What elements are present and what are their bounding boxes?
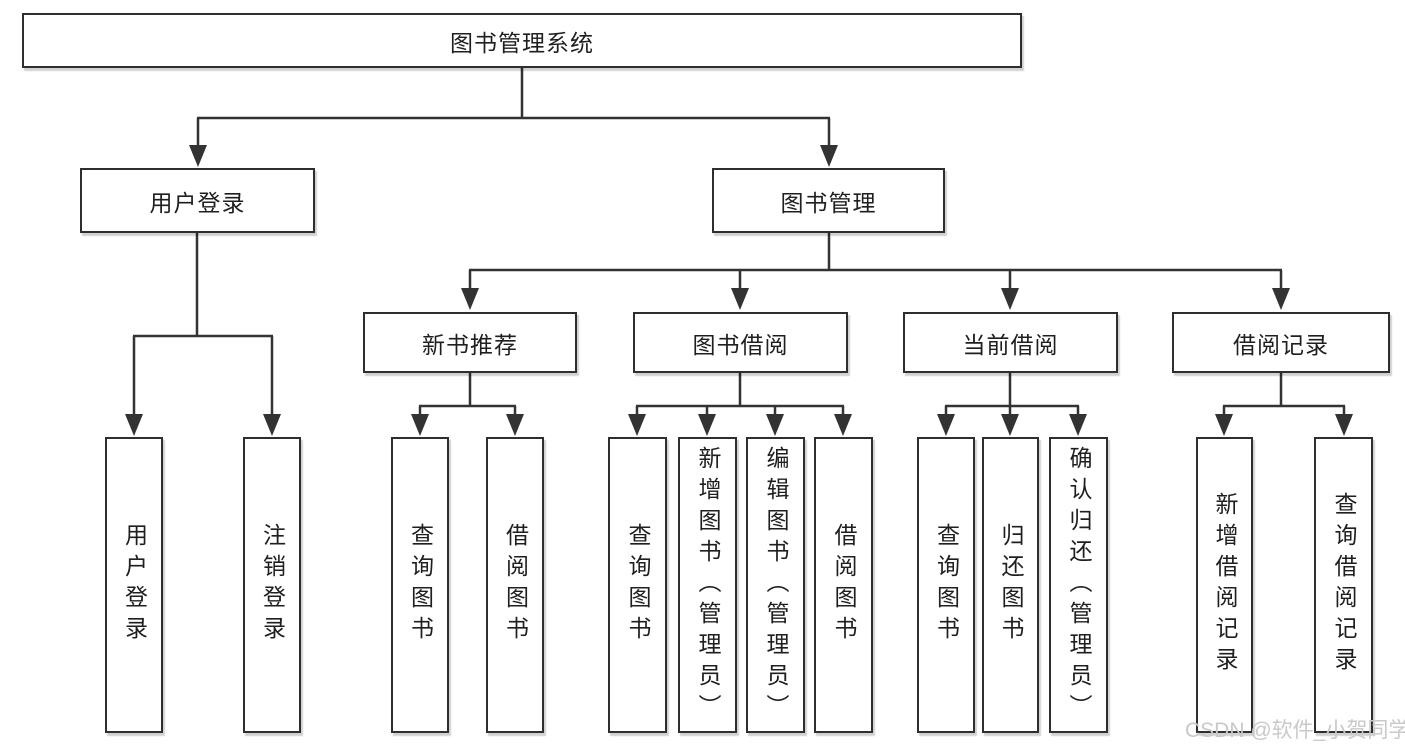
node-book-borrow: 图书借阅 (633, 312, 848, 373)
node-borrow-records: 借阅记录 (1172, 312, 1390, 373)
node-bb-add-book-label: 新增图书（管理员） (695, 445, 721, 725)
node-rec-borrow-book-label: 借阅图书 (502, 523, 529, 647)
node-bb-add-book: 新增图书（管理员） (678, 437, 737, 733)
node-user-login: 用户登录 (80, 168, 315, 233)
node-bb-query-book: 查询图书 (608, 437, 667, 733)
node-br-query-record: 查询借阅记录 (1314, 437, 1373, 733)
node-login: 用户登录 (105, 437, 163, 733)
node-cb-query-book-label: 查询图书 (933, 523, 960, 647)
node-cb-return-book: 归还图书 (982, 437, 1039, 733)
node-book-mgmt-label: 图书管理 (780, 189, 877, 216)
node-user-login-label: 用户登录 (149, 189, 246, 216)
node-cb-confirm-return: 确认归还（管理员） (1049, 437, 1108, 733)
node-bb-borrow-book: 借阅图书 (814, 437, 873, 733)
node-bb-borrow-book-label: 借阅图书 (831, 523, 857, 647)
node-rec-query-book-label: 查询图书 (407, 523, 434, 647)
node-new-book-rec-label: 新书推荐 (422, 331, 518, 358)
node-rec-borrow-book: 借阅图书 (486, 437, 544, 733)
node-borrow-records-label: 借阅记录 (1233, 331, 1329, 358)
node-cb-query-book: 查询图书 (917, 437, 975, 733)
node-book-mgmt: 图书管理 (712, 168, 945, 233)
node-cb-return-book-label: 归还图书 (998, 523, 1024, 647)
node-br-add-record-label: 新增借阅记录 (1212, 492, 1238, 678)
node-br-query-record-label: 查询借阅记录 (1331, 492, 1357, 678)
node-cb-confirm-return-label: 确认归还（管理员） (1066, 445, 1092, 725)
node-logout-label: 注销登录 (259, 523, 286, 647)
node-bb-edit-book: 编辑图书（管理员） (746, 437, 805, 733)
node-br-add-record: 新增借阅记录 (1196, 437, 1253, 733)
node-current-borrow-label: 当前借阅 (962, 331, 1059, 358)
node-current-borrow: 当前借阅 (903, 312, 1118, 373)
node-new-book-rec: 新书推荐 (363, 312, 577, 373)
node-root: 图书管理系统 (22, 13, 1022, 68)
node-logout: 注销登录 (243, 437, 301, 733)
csdn-watermark: CSDN @软件_小贺同学 (1185, 719, 1405, 742)
node-bb-edit-book-label: 编辑图书（管理员） (763, 445, 789, 725)
node-book-borrow-label: 图书借阅 (692, 331, 789, 358)
node-login-label: 用户登录 (121, 523, 148, 647)
node-root-label: 图书管理系统 (450, 29, 594, 56)
node-bb-query-book-label: 查询图书 (625, 523, 651, 647)
node-rec-query-book: 查询图书 (391, 437, 449, 733)
